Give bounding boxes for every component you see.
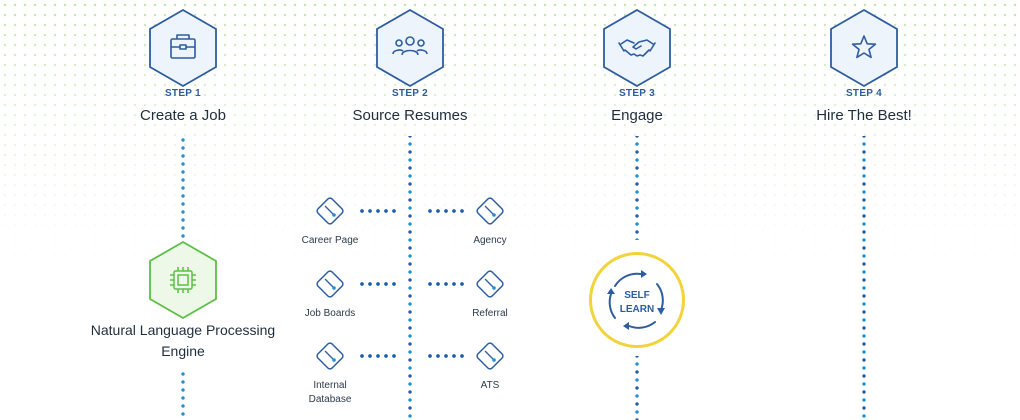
source-ats-label: ATS xyxy=(480,380,500,391)
step-1-hexagon xyxy=(149,8,217,88)
nlp-engine-title: Natural Language Processing Engine xyxy=(90,322,276,359)
referral-icon xyxy=(476,270,504,298)
step-3-label: STEP 3 xyxy=(618,88,656,99)
connector-internal-database xyxy=(358,354,398,358)
connector-career-page xyxy=(358,209,398,213)
connector-step4-trunk xyxy=(862,136,866,420)
career-page-icon xyxy=(316,197,344,225)
step-1-title: Create a Job xyxy=(140,107,226,124)
people-group-icon xyxy=(392,36,428,56)
self-learn-line-1: SELF xyxy=(624,290,650,301)
agency-icon xyxy=(476,197,504,225)
connector-referral xyxy=(426,282,466,286)
nlp-hexagon xyxy=(149,240,217,320)
source-internal-database-label: Internal Database xyxy=(280,379,380,407)
step-4-hexagon xyxy=(830,8,898,88)
step-1-label: STEP 1 xyxy=(164,88,202,99)
job-boards-icon xyxy=(316,270,344,298)
source-job-boards-label: Job Boards xyxy=(304,308,356,319)
source-internal-database-text: Internal Database xyxy=(308,380,352,405)
connector-nlp-down xyxy=(181,370,185,420)
self-learn-ring xyxy=(589,252,685,348)
connector-job-boards xyxy=(358,282,398,286)
step-2-hexagon xyxy=(376,8,444,88)
step-4-title: Hire The Best! xyxy=(816,107,912,124)
step-3-title: Engage xyxy=(611,107,663,124)
source-referral-label: Referral xyxy=(472,308,508,319)
self-learn-line-2: LEARN xyxy=(619,304,655,315)
source-agency-label: Agency xyxy=(473,235,507,246)
internal-database-icon xyxy=(316,342,344,370)
connector-ats xyxy=(426,354,466,358)
connector-agency xyxy=(426,209,466,213)
step-4-label: STEP 4 xyxy=(845,88,883,99)
source-career-page-label: Career Page xyxy=(301,235,359,246)
handshake-icon xyxy=(618,39,656,57)
toolbox-icon xyxy=(170,34,196,59)
connector-self-learn-down xyxy=(635,356,639,420)
cycle-arrows-icon xyxy=(607,270,665,330)
ats-icon xyxy=(476,342,504,370)
connector-step1-to-nlp xyxy=(181,136,185,238)
step-3-hexagon xyxy=(603,8,671,88)
step-2-title: Source Resumes xyxy=(352,107,468,124)
star-icon xyxy=(851,35,877,59)
chip-icon xyxy=(170,267,196,293)
connector-step3-to-self-learn xyxy=(635,136,639,240)
connector-step2-trunk xyxy=(408,136,412,420)
step-2-label: STEP 2 xyxy=(391,88,429,99)
